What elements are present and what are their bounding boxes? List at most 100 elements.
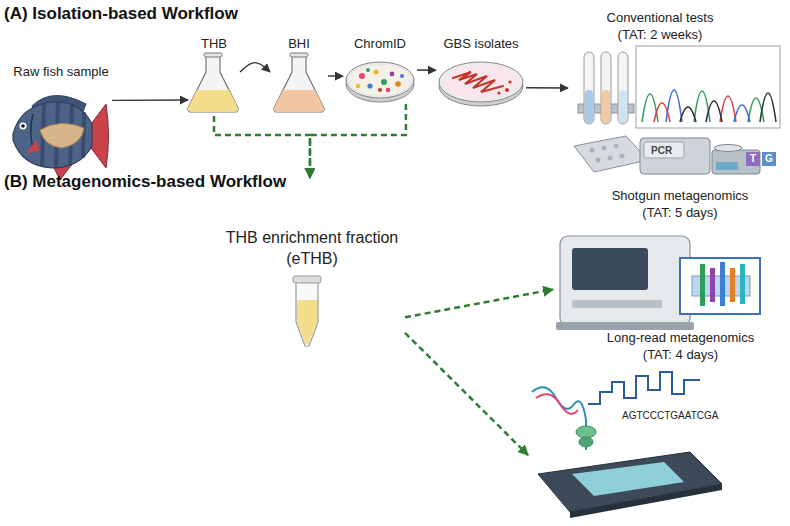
fish-pupil [21, 124, 25, 128]
test-tube [601, 52, 611, 124]
colonies [356, 68, 404, 92]
flow-arrow [240, 63, 270, 72]
sequence-read: AGTCCCTGAATCGA [622, 410, 718, 422]
chromid-plate [346, 62, 414, 102]
chromatogram-trace [642, 91, 764, 122]
balance-display [716, 162, 738, 170]
colony [497, 91, 500, 94]
colony [367, 83, 372, 88]
method-panel: Long-read metagenomics (TAT: 4 days) [528, 328, 760, 522]
nanopore-illustration [532, 372, 722, 518]
gbs-plate [439, 62, 523, 106]
fish-eye [20, 123, 27, 130]
balance-pan [714, 145, 742, 152]
chromatogram-panel [636, 46, 780, 128]
pcr-lid [644, 142, 684, 158]
thb-flask [188, 53, 238, 112]
pcr-machine [640, 138, 710, 174]
colony [366, 68, 370, 72]
colony [386, 88, 391, 93]
node-label: Shotgun metagenomics (TAT: 5 days) [605, 188, 755, 222]
method-panel: Conventional tests (TAT: 2 weeks) [568, 8, 782, 180]
dashed-arrow [405, 289, 553, 317]
section-heading: (B) Metagenomics-based Workflow [4, 172, 286, 192]
balance-base [712, 150, 760, 174]
base-tile [746, 152, 760, 166]
dashed-arrow [310, 104, 406, 178]
colony [395, 81, 401, 87]
nanopore-protein [579, 437, 593, 447]
tube-liquid [619, 90, 627, 123]
cluster-bar [730, 268, 735, 302]
colony [505, 88, 509, 92]
flow-arrow [112, 99, 188, 101]
section-heading: (A) Isolation-based Workflow [4, 4, 238, 24]
tube-body [296, 282, 318, 346]
base-letter: G [765, 153, 773, 165]
tube-cap [293, 276, 321, 283]
colony [356, 84, 360, 88]
device-label: PCR [651, 145, 672, 157]
tube-liquid [602, 90, 610, 123]
dna-strand [532, 387, 586, 450]
agar-plate: ChromID [343, 36, 417, 104]
dashed-arrow [405, 333, 528, 455]
flow-cell-window [572, 462, 684, 496]
isolate-streak [453, 72, 503, 92]
node-label: GBS isolates [436, 36, 526, 53]
tube-liquid [585, 90, 593, 123]
flow-arrow [417, 69, 436, 71]
well [596, 158, 601, 163]
fish-fillet [40, 123, 84, 148]
culture-flask: BHI [270, 36, 328, 116]
colony [378, 88, 382, 92]
well-plate [574, 136, 648, 172]
base-tile [762, 152, 776, 166]
flask-rim [290, 53, 308, 57]
fish-pectoral-fin [26, 140, 40, 154]
colony [390, 72, 395, 77]
tube-broth [297, 300, 317, 344]
dashed-arrow [214, 116, 310, 178]
device-edge [570, 484, 722, 518]
flask-rim [204, 53, 222, 57]
node-label: Raw fish sample [10, 64, 112, 81]
bhi-flask [274, 53, 324, 112]
node-label: ChromID [343, 36, 417, 53]
colony [400, 74, 404, 78]
flow-arrow [328, 75, 343, 77]
well [620, 154, 625, 159]
flow-cell-card [680, 258, 760, 314]
well [614, 144, 619, 149]
chromatogram-trace [680, 93, 776, 122]
colony [359, 73, 365, 79]
plate-rim [439, 62, 523, 102]
node-label: Long-read metagenomics (TAT: 4 days) [598, 330, 763, 364]
conventional-tests-illustration [574, 46, 780, 174]
well [602, 146, 607, 151]
flow-arrow [526, 87, 568, 89]
fish-body [13, 102, 92, 168]
fish-illustration [13, 95, 109, 180]
sequencer-slot [572, 300, 662, 308]
cluster-bar [740, 264, 745, 304]
nanopore-protein [576, 426, 596, 438]
flask-broth [188, 90, 238, 112]
agar-plate: GBS isolates [436, 36, 526, 106]
cluster-bar [700, 264, 705, 306]
plate-rim [346, 62, 414, 98]
flask-glass [188, 56, 238, 112]
cluster-bar [710, 268, 715, 302]
well [590, 148, 595, 153]
chromatogram-trace [666, 90, 750, 122]
colony [381, 79, 387, 85]
test-tube [618, 52, 628, 124]
dna-strand [536, 394, 578, 414]
node-label: BHI [270, 36, 328, 53]
cluster-bar [720, 262, 725, 306]
flask-glass [274, 56, 324, 112]
